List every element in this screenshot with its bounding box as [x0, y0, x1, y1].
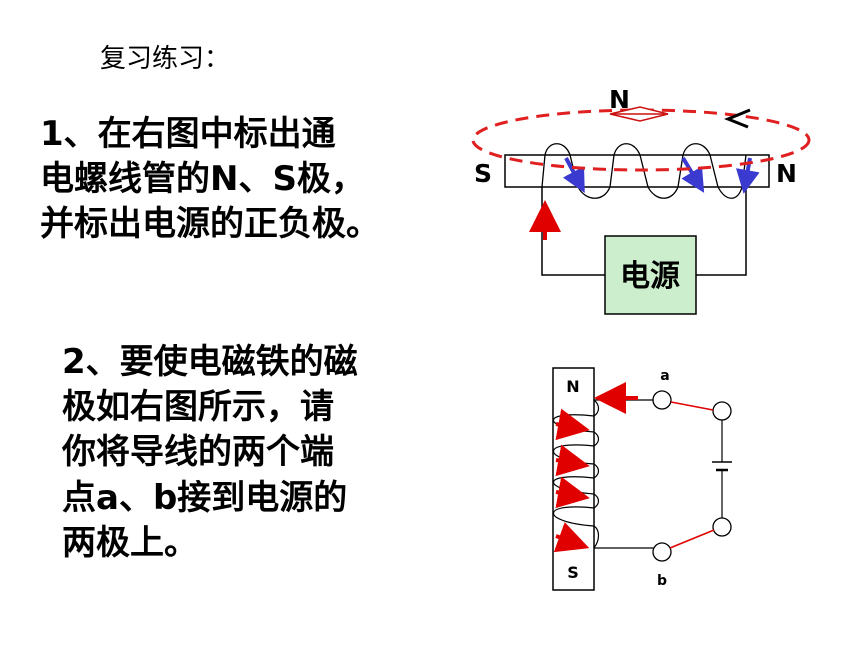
question-2-line: 点a、b接到电源的	[62, 477, 348, 518]
power-supply-label: 电源	[620, 259, 680, 294]
connection-wire-b	[669, 529, 715, 549]
question-2-line: 两极上。	[62, 522, 198, 563]
question-1-line: 电螺线管的N、S极，	[40, 158, 365, 199]
terminal-a-label: a	[660, 368, 669, 384]
terminal-bottom-right	[712, 517, 732, 537]
left-pole-label: S	[474, 159, 492, 188]
compass-n-label: N	[609, 85, 630, 114]
question-1: 1、在右图中标出通 电螺线管的N、S极， 并标出电源的正负极。	[40, 112, 380, 247]
electromagnet-core	[552, 367, 595, 591]
terminal-top-right	[712, 401, 732, 421]
electromagnet-diagram: N S a b	[552, 367, 732, 591]
terminal-b-label: b	[657, 573, 667, 589]
question-2: 2、要使电磁铁的磁 极如右图所示，请 你将导线的两个端 点a、b接到电源的 两极…	[62, 340, 358, 566]
question-2-line: 极如右图所示，请	[62, 387, 334, 428]
magnetic-field-line	[471, 108, 811, 172]
terminal-b	[652, 542, 672, 562]
right-pole-label: N	[776, 159, 797, 188]
section-heading: 复习练习：	[100, 44, 231, 74]
question-2-line: 你将导线的两个端	[62, 432, 334, 473]
bottom-pole-label: S	[567, 563, 579, 582]
question-1-line: 1、在右图中标出通	[40, 114, 336, 154]
question-1-line: 并标出电源的正负极。	[40, 203, 380, 244]
field-direction-arrow	[724, 108, 751, 129]
top-pole-label: N	[566, 377, 579, 396]
electromagnet-current-arrows	[553, 382, 638, 553]
electromagnet-coil	[552, 399, 600, 549]
connection-wire-a	[670, 401, 714, 411]
solenoid-diagram: N S N 电源	[471, 85, 811, 315]
power-supply-box	[604, 235, 697, 315]
battery-symbol	[712, 461, 732, 472]
terminal-a	[652, 390, 672, 410]
question-2-line: 2、要使电磁铁的磁	[62, 342, 358, 382]
compass-needle	[609, 106, 669, 122]
